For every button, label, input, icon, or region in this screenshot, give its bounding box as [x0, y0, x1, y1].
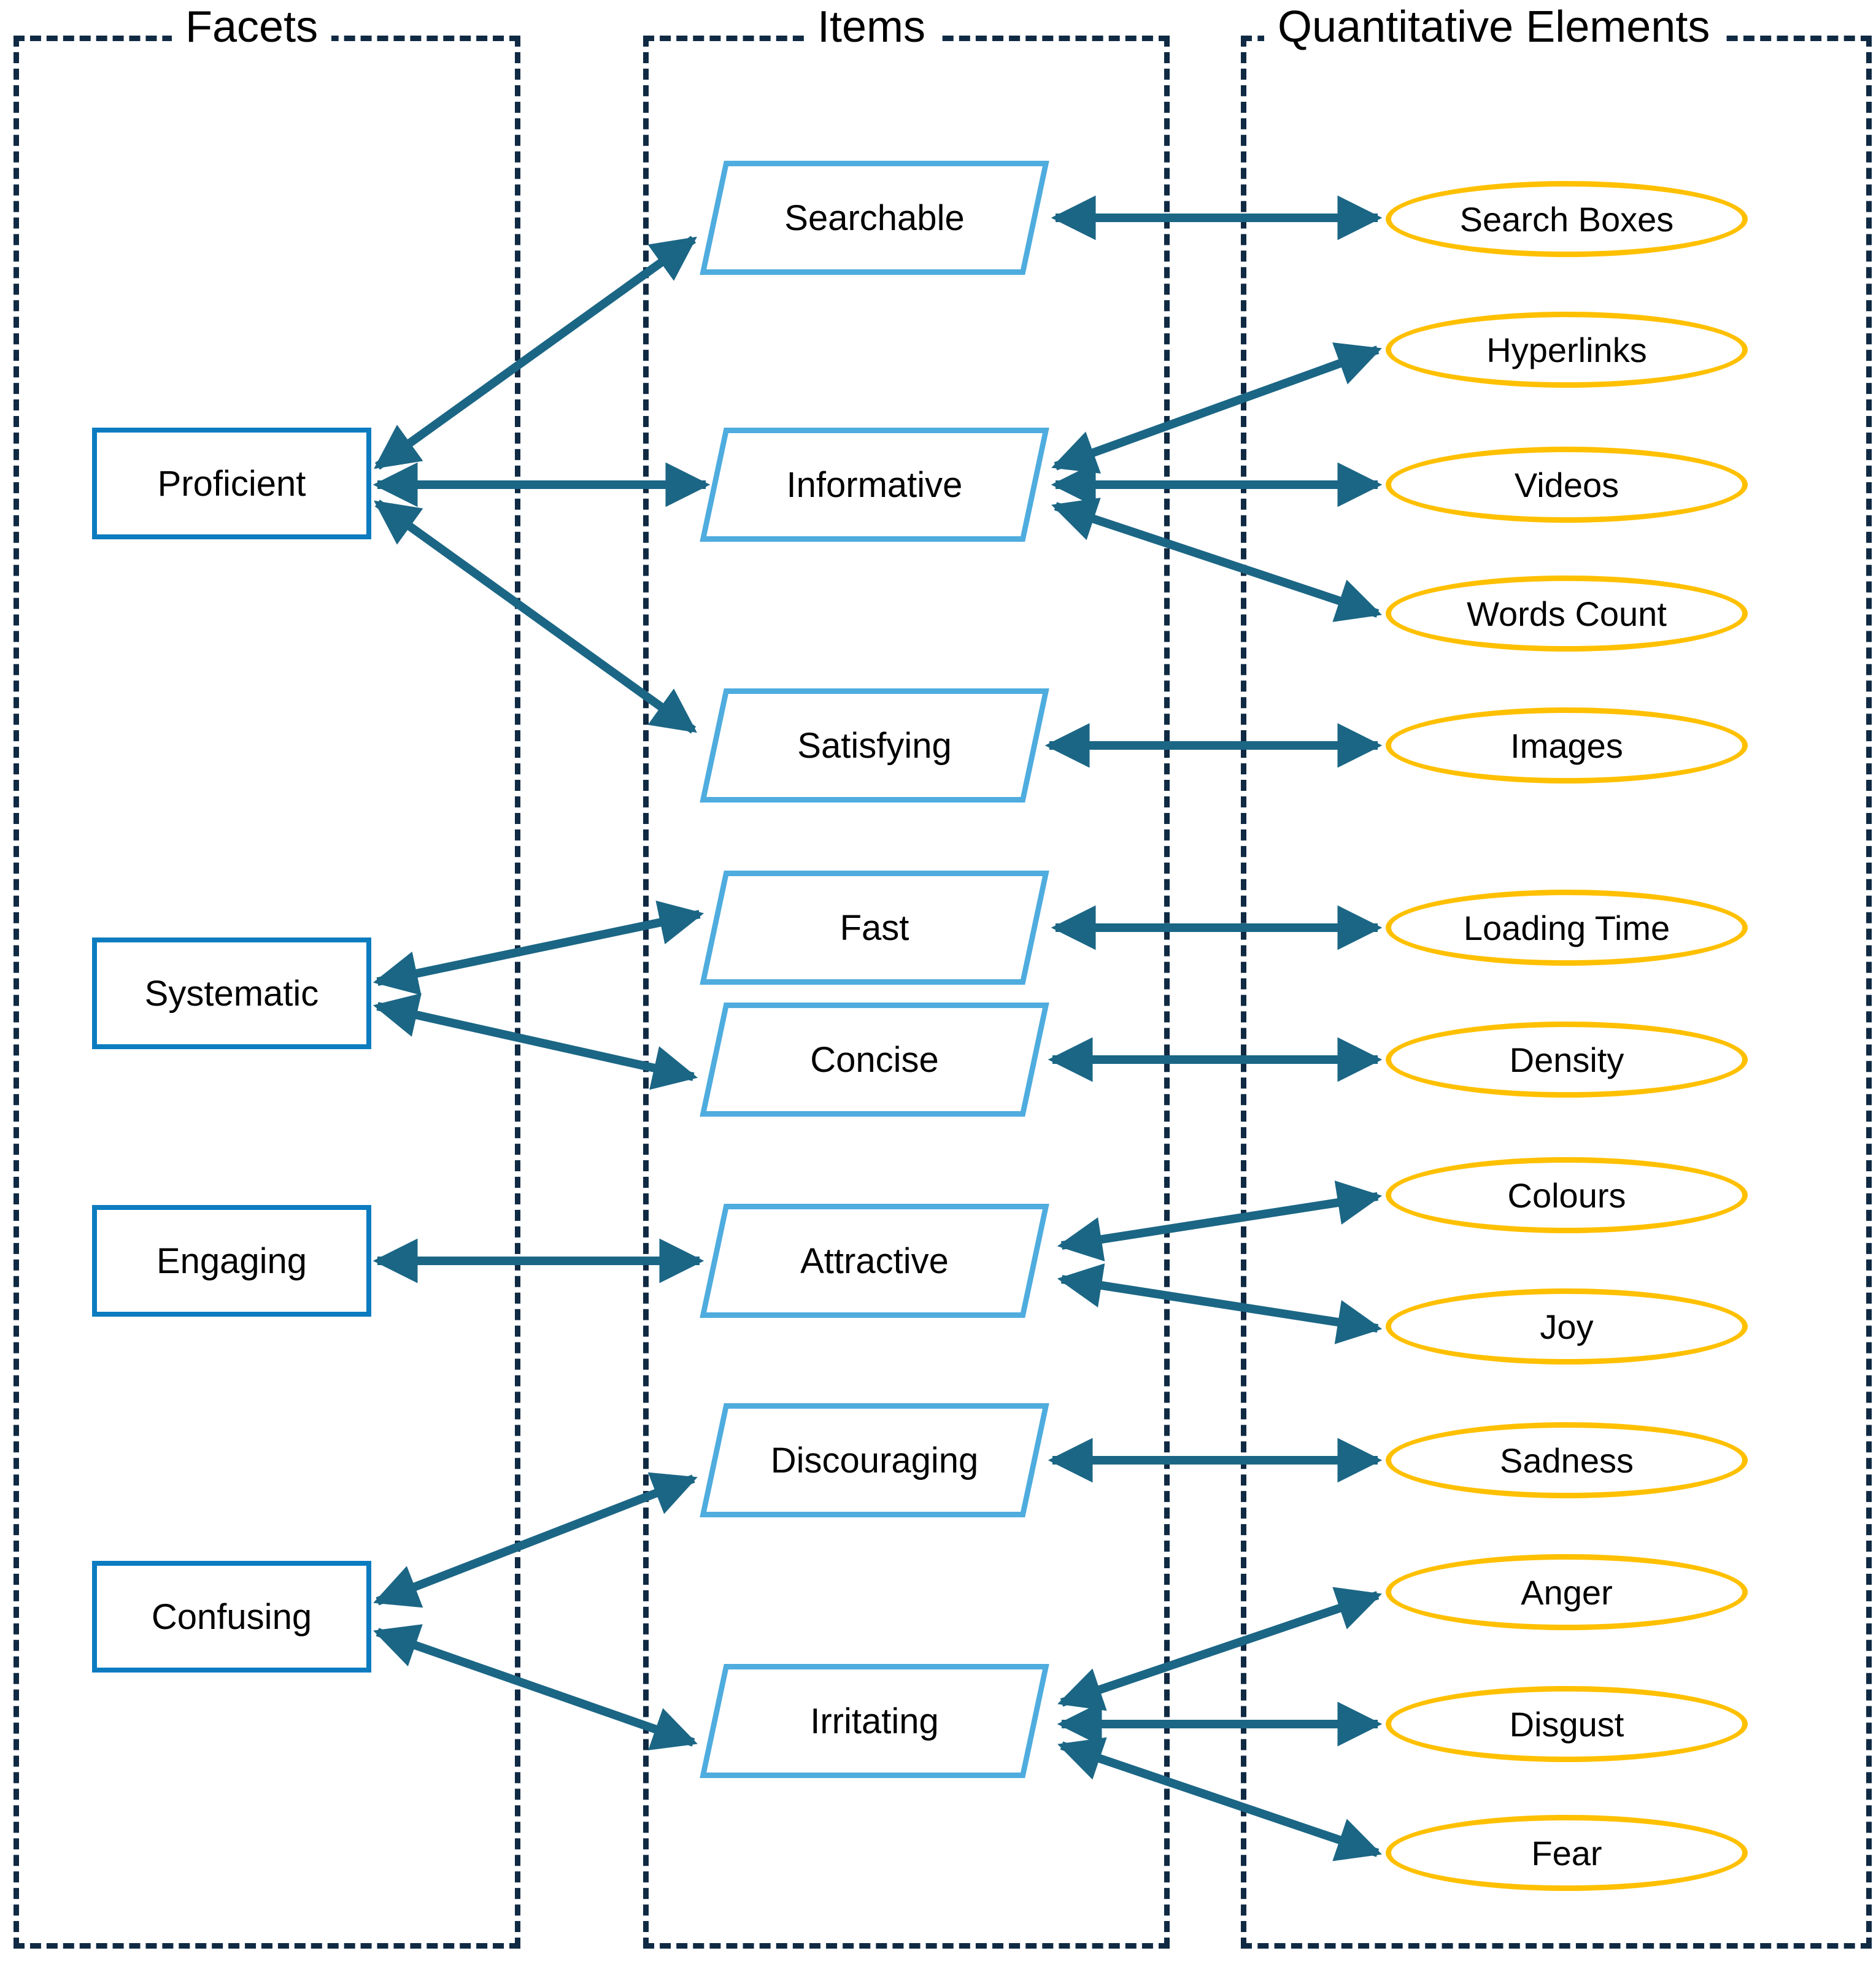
- facet-engaging[interactable]: Engaging: [92, 1205, 371, 1317]
- quant-label: Density: [1509, 1040, 1624, 1079]
- item-label: Searchable: [784, 198, 965, 238]
- quant-videos[interactable]: Videos: [1386, 447, 1748, 523]
- facet-label: Systematic: [144, 973, 319, 1014]
- item-label: Irritating: [810, 1701, 939, 1741]
- group-items: [643, 36, 1170, 1949]
- quant-joy[interactable]: Joy: [1386, 1288, 1748, 1365]
- quant-label: Sadness: [1500, 1441, 1634, 1480]
- item-label: Concise: [810, 1039, 939, 1080]
- facet-label: Confusing: [151, 1596, 312, 1637]
- quant-label: Images: [1510, 726, 1623, 765]
- quant-label: Words Count: [1467, 594, 1667, 633]
- facet-confusing[interactable]: Confusing: [92, 1561, 371, 1673]
- quant-words-count[interactable]: Words Count: [1386, 576, 1748, 652]
- quant-sadness[interactable]: Sadness: [1386, 1422, 1748, 1498]
- item-label: Informative: [786, 464, 963, 505]
- quant-label: Loading Time: [1463, 908, 1670, 947]
- item-informative[interactable]: Informative: [700, 428, 1049, 542]
- item-searchable[interactable]: Searchable: [700, 161, 1049, 275]
- quant-label: Hyperlinks: [1486, 330, 1647, 369]
- item-label: Satisfying: [797, 725, 952, 766]
- facet-label: Engaging: [156, 1241, 307, 1281]
- group-title-quantitative-elements: Quantitative Elements: [1264, 5, 1724, 49]
- item-discouraging[interactable]: Discouraging: [700, 1403, 1049, 1517]
- quant-fear[interactable]: Fear: [1386, 1815, 1748, 1891]
- quant-images[interactable]: Images: [1386, 707, 1748, 783]
- quant-label: Colours: [1507, 1176, 1626, 1215]
- quant-label: Joy: [1540, 1307, 1594, 1346]
- facet-label: Proficient: [157, 463, 306, 504]
- quant-colours[interactable]: Colours: [1386, 1157, 1748, 1233]
- item-attractive[interactable]: Attractive: [700, 1204, 1049, 1318]
- quant-label: Fear: [1531, 1833, 1602, 1873]
- item-concise[interactable]: Concise: [700, 1003, 1049, 1117]
- quant-label: Anger: [1521, 1573, 1613, 1612]
- group-title-facets: Facets: [172, 5, 332, 49]
- item-label: Fast: [840, 907, 909, 948]
- facet-systematic[interactable]: Systematic: [92, 937, 371, 1049]
- quant-hyperlinks[interactable]: Hyperlinks: [1386, 312, 1748, 388]
- quant-loading-time[interactable]: Loading Time: [1386, 890, 1748, 966]
- quant-label: Videos: [1514, 465, 1619, 504]
- quant-density[interactable]: Density: [1386, 1022, 1748, 1098]
- quant-label: Search Boxes: [1459, 199, 1674, 239]
- item-label: Attractive: [800, 1241, 949, 1281]
- quant-anger[interactable]: Anger: [1386, 1554, 1748, 1630]
- facet-proficient[interactable]: Proficient: [92, 428, 371, 539]
- item-label: Discouraging: [770, 1440, 979, 1480]
- item-irritating[interactable]: Irritating: [700, 1664, 1049, 1778]
- item-fast[interactable]: Fast: [700, 871, 1049, 985]
- quant-label: Disgust: [1509, 1704, 1624, 1744]
- quant-search-boxes[interactable]: Search Boxes: [1386, 181, 1748, 257]
- item-satisfying[interactable]: Satisfying: [700, 688, 1049, 803]
- group-title-items: Items: [804, 5, 940, 49]
- quant-disgust[interactable]: Disgust: [1386, 1686, 1748, 1762]
